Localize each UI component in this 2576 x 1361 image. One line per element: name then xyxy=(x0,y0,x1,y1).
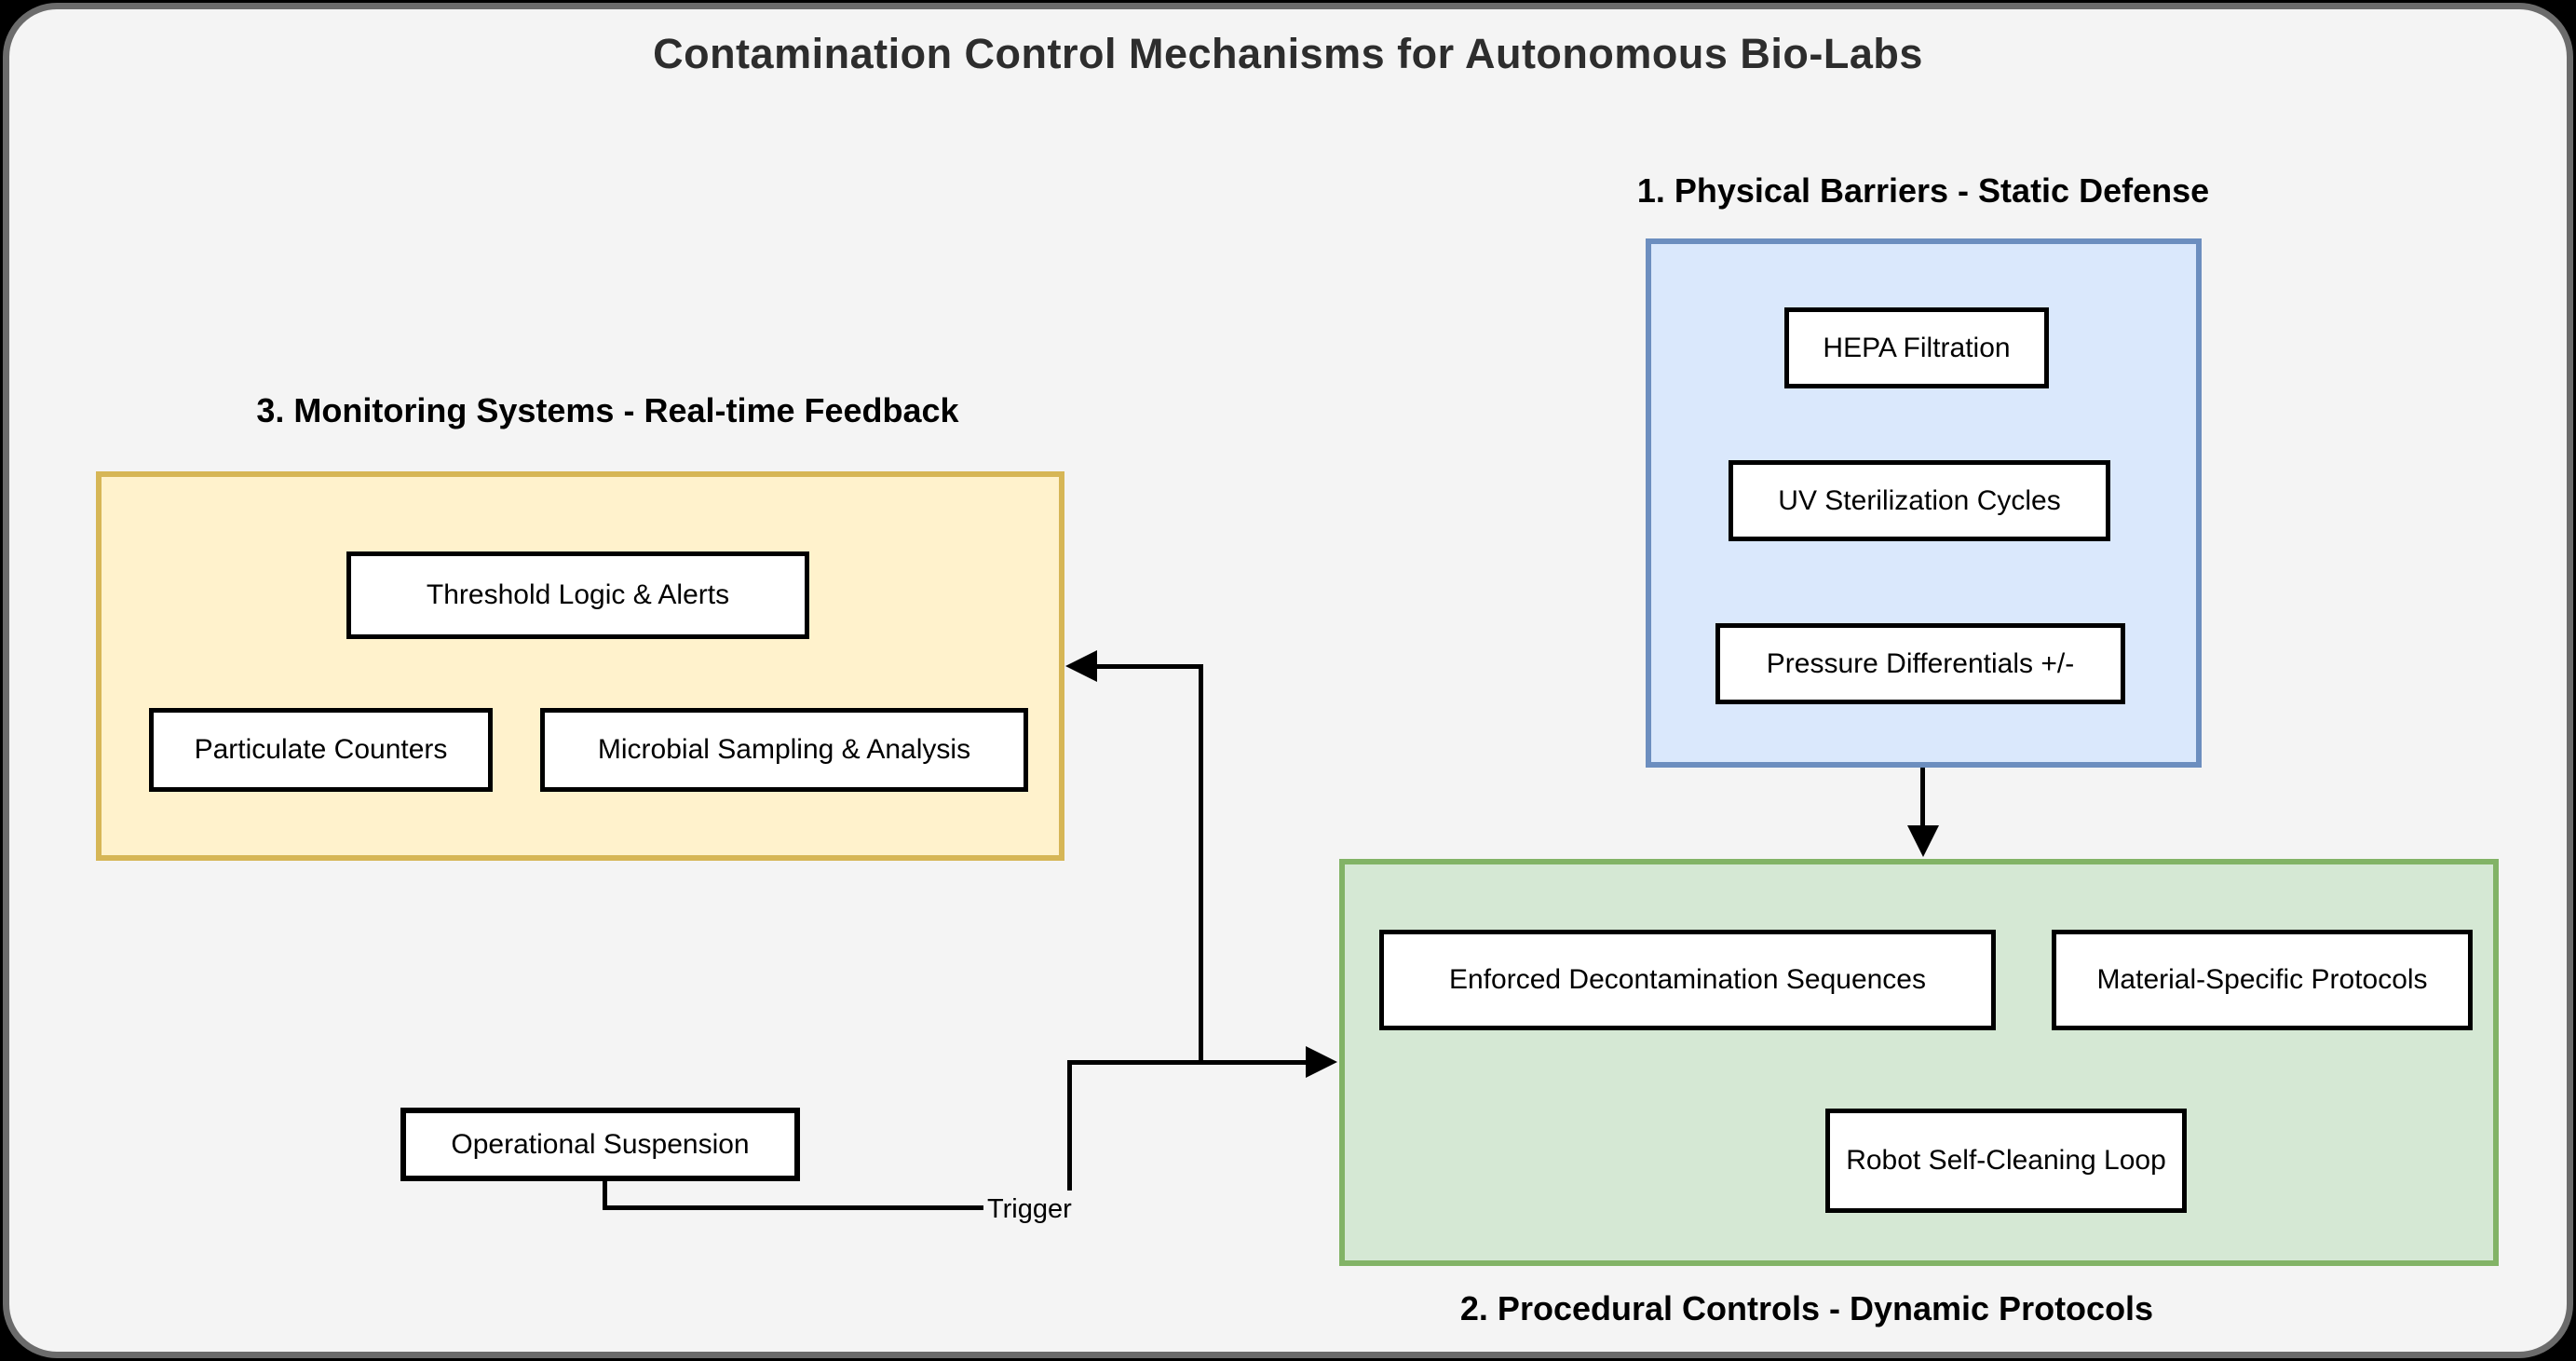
node-particulate-counters[interactable]: Particulate Counters xyxy=(149,708,493,792)
edge-segment xyxy=(603,1205,983,1210)
procedural-controls-label: 2. Procedural Controls - Dynamic Protoco… xyxy=(1459,1289,2154,1327)
node-uv-sterilization[interactable]: UV Sterilization Cycles xyxy=(1729,460,2110,541)
node-enforced-decontamination[interactable]: Enforced Decontamination Sequences xyxy=(1379,930,1996,1030)
edge-segment xyxy=(1199,664,1203,1065)
physical-barriers-label: 1. Physical Barriers - Static Defense xyxy=(1636,171,2210,210)
edge-segment xyxy=(1095,664,1203,669)
node-material-specific-protocols[interactable]: Material-Specific Protocols xyxy=(2052,930,2473,1030)
arrowhead-down-icon xyxy=(1907,825,1939,857)
node-pressure-differentials[interactable]: Pressure Differentials +/- xyxy=(1715,623,2125,704)
trigger-edge-label: Trigger xyxy=(987,1194,1072,1224)
node-operational-suspension[interactable]: Operational Suspension xyxy=(400,1108,800,1181)
edge-segment xyxy=(1920,768,1925,829)
node-threshold-logic-alerts[interactable]: Threshold Logic & Alerts xyxy=(346,551,809,639)
edge-segment xyxy=(1067,1060,1072,1191)
node-hepa-filtration[interactable]: HEPA Filtration xyxy=(1784,307,2049,388)
monitoring-systems-label: 3. Monitoring Systems - Real-time Feedba… xyxy=(256,391,959,429)
node-microbial-sampling[interactable]: Microbial Sampling & Analysis xyxy=(540,708,1028,792)
arrowhead-right-icon xyxy=(1306,1046,1337,1078)
edge-segment xyxy=(603,1181,607,1210)
edge-segment xyxy=(1067,1060,1308,1065)
diagram-canvas: Contamination Control Mechanisms for Aut… xyxy=(3,3,2573,1358)
node-robot-self-cleaning-loop[interactable]: Robot Self-Cleaning Loop xyxy=(1825,1109,2187,1213)
arrowhead-left-icon xyxy=(1065,650,1097,682)
diagram-title: Contamination Control Mechanisms for Aut… xyxy=(653,30,1923,77)
monitoring-systems-container[interactable] xyxy=(96,471,1064,861)
